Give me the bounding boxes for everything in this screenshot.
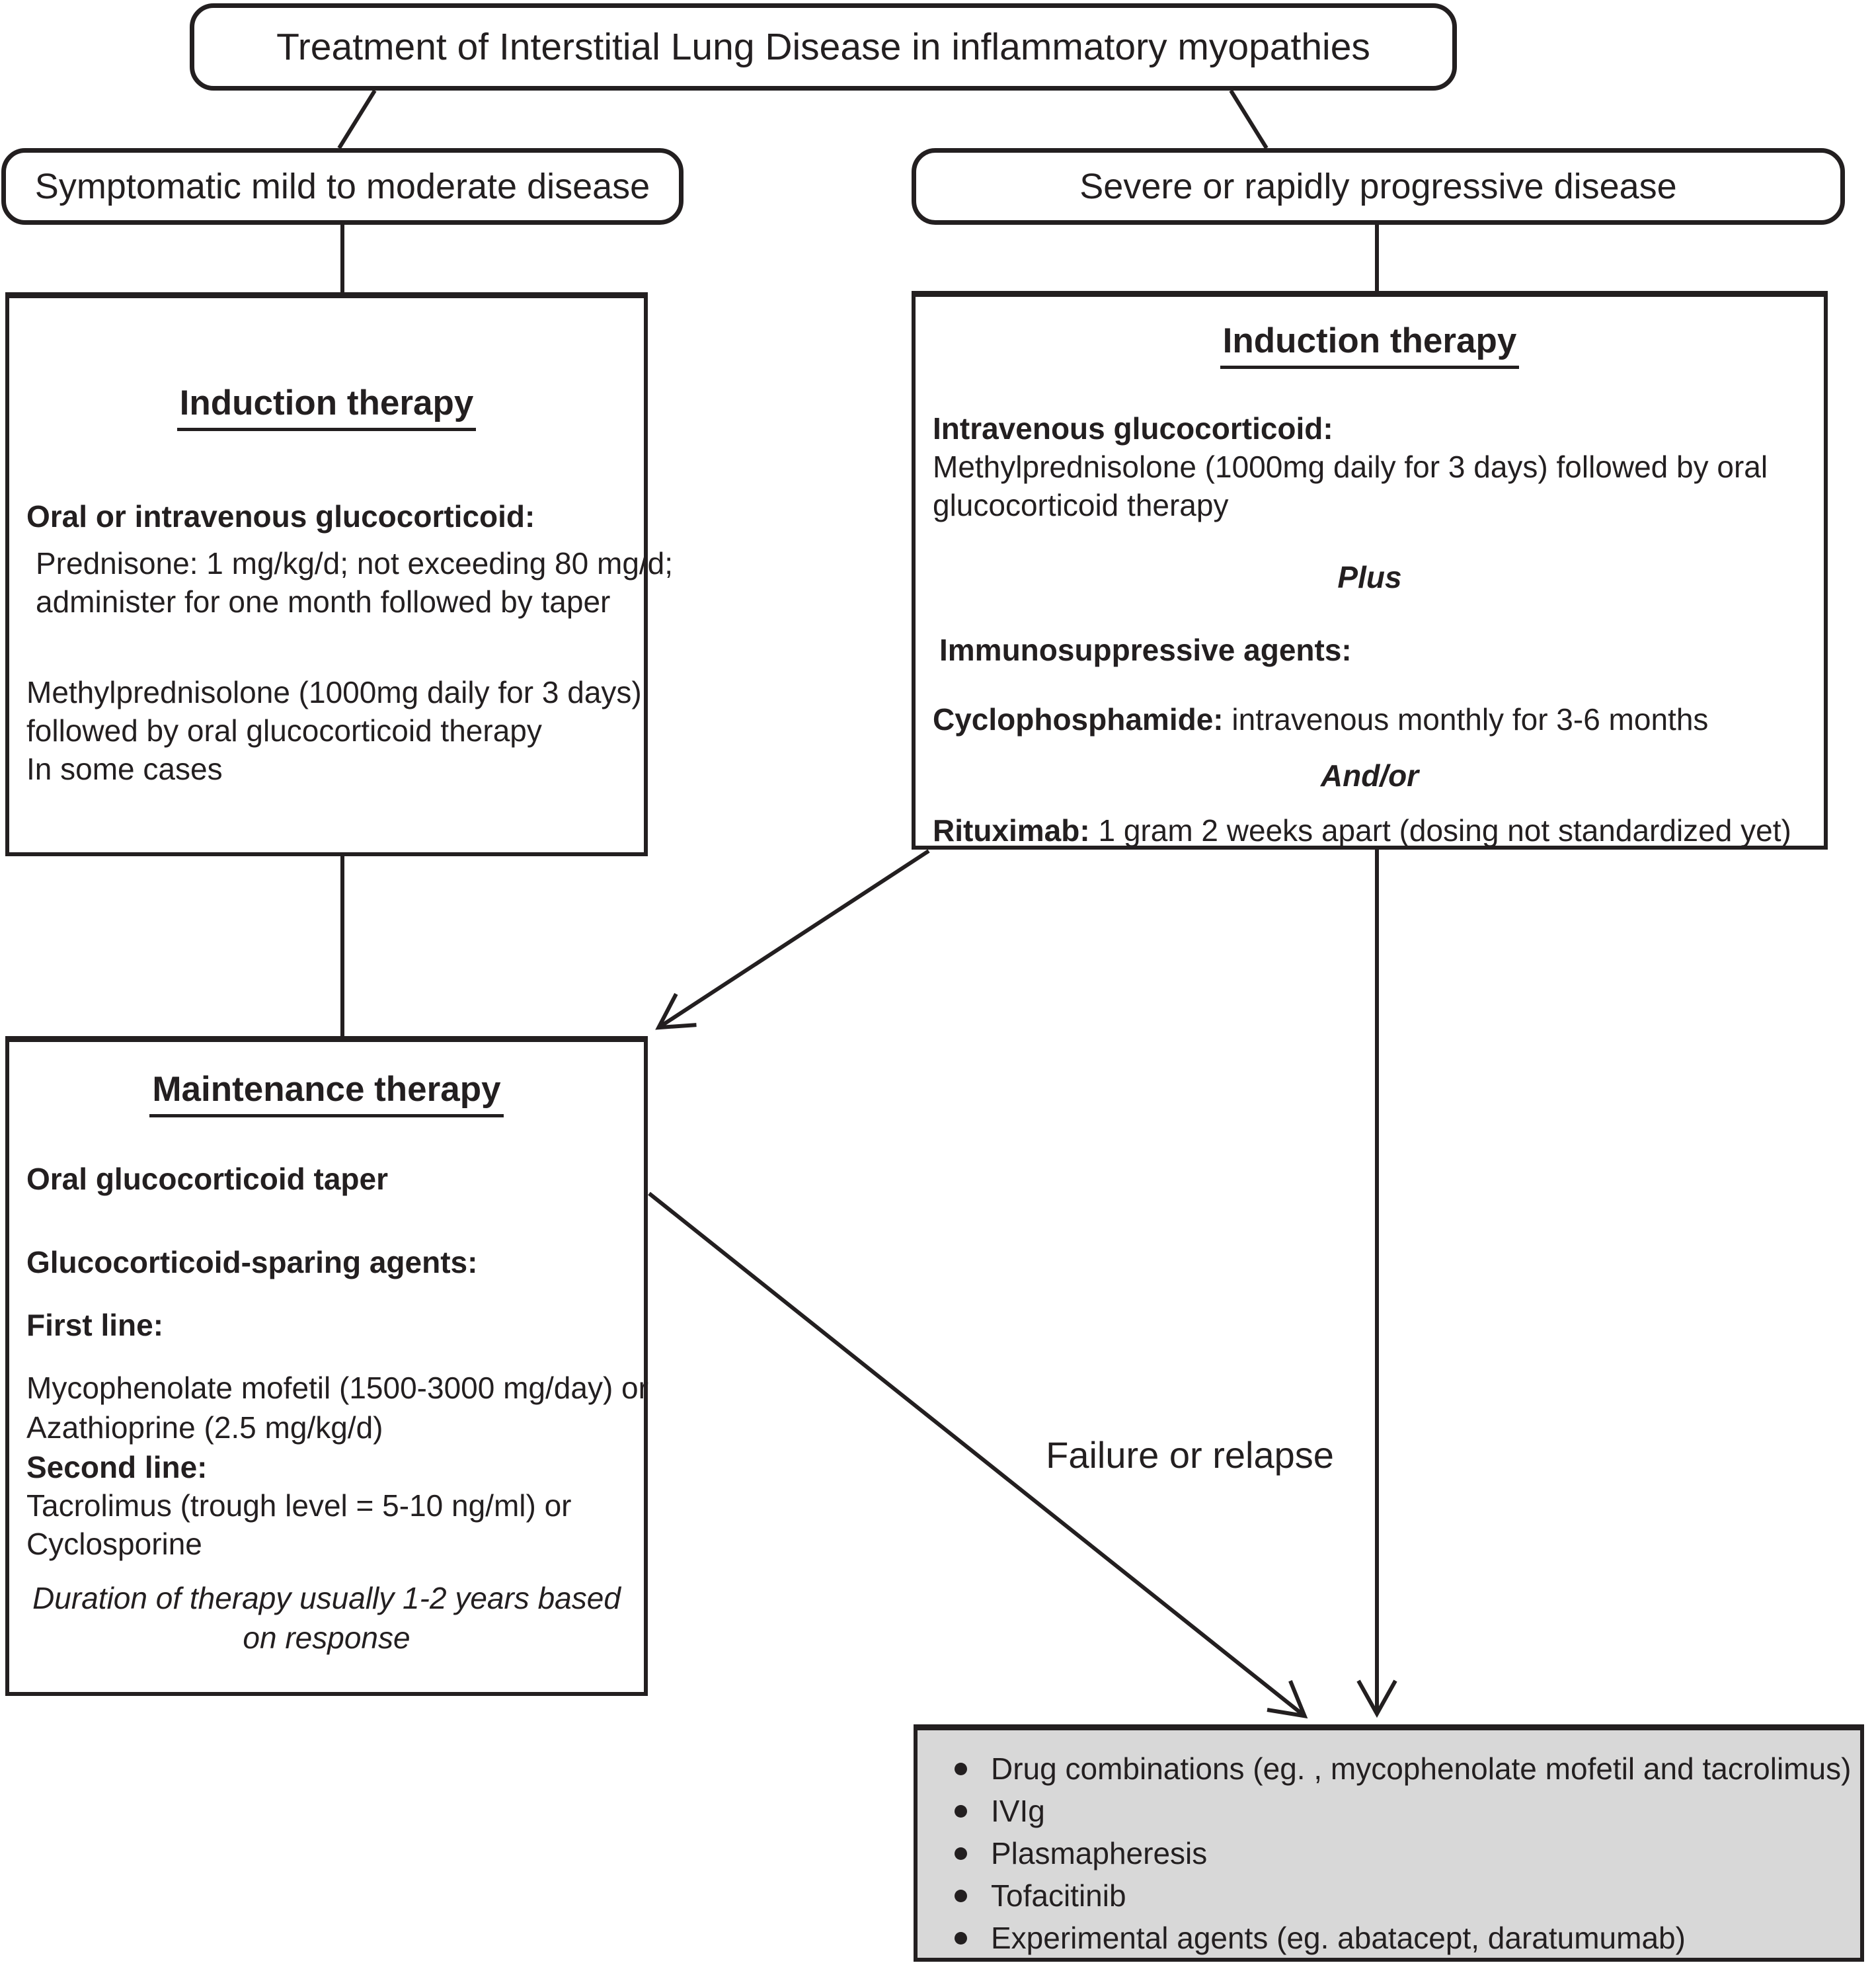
right-induction-line: Methylprednisolone (1000mg daily for 3 d… xyxy=(933,450,1768,484)
duration-note: Duration of therapy usually 1-2 years ba… xyxy=(32,1581,621,1615)
title-box: Treatment of Interstitial Lung Disease i… xyxy=(190,3,1457,91)
branch-mild-moderate-label: Symptomatic mild to moderate disease xyxy=(34,167,650,206)
right-induction-heading: Induction therapy xyxy=(916,322,1824,369)
list-item: Drug combinations (eg. , mycophenolate m… xyxy=(941,1748,1860,1790)
left-induction-box: Induction therapy Oral or intravenous gl… xyxy=(5,292,674,856)
maintenance-line: Tacrolimus (trough level = 5-10 ng/ml) o… xyxy=(26,1488,572,1523)
left-induction-line: Oral or intravenous glucocorticoid: xyxy=(26,499,535,534)
branch-severe-label: Severe or rapidly progressive disease xyxy=(1079,167,1677,206)
bullet-icon xyxy=(955,1932,967,1945)
left-induction-line: Methylprednisolone (1000mg daily for 3 d… xyxy=(26,675,642,709)
duration-note: on response xyxy=(243,1621,410,1655)
maintenance-line: Oral glucocorticoid taper xyxy=(26,1162,388,1196)
bullet-icon xyxy=(955,1805,967,1818)
left-induction-line: Prednisone: 1 mg/kg/d; not exceeding 80 … xyxy=(36,546,674,581)
salvage-options-box: Drug combinations (eg. , mycophenolate m… xyxy=(914,1724,1864,1962)
right-induction-line: Intravenous glucocorticoid: xyxy=(933,411,1333,446)
failure-or-relapse-label: Failure or relapse xyxy=(1046,1434,1334,1476)
branch-severe-box: Severe or rapidly progressive disease xyxy=(912,148,1845,225)
maintenance-line: Glucocorticoid-sparing agents: xyxy=(26,1245,478,1279)
drug-name: Cyclophosphamide: xyxy=(933,702,1224,737)
page-title: Treatment of Interstitial Lung Disease i… xyxy=(276,26,1370,68)
branch-mild-moderate-box: Symptomatic mild to moderate disease xyxy=(1,148,684,225)
left-induction-line: followed by oral glucocorticoid therapy xyxy=(26,713,542,748)
left-induction-line: In some cases xyxy=(26,752,223,786)
list-item: Tofacitinib xyxy=(941,1874,1860,1917)
right-induction-line: Cyclophosphamide: intravenous monthly fo… xyxy=(933,702,1709,737)
list-item: IVIg xyxy=(941,1790,1860,1832)
maintenance-line: Azathioprine (2.5 mg/kg/d) xyxy=(26,1410,383,1445)
list-item: Experimental agents (eg. abatacept, dara… xyxy=(941,1917,1860,1959)
line-title-to-right-branch xyxy=(1229,89,1269,149)
right-induction-box: Induction therapy Intravenous glucocorti… xyxy=(912,291,1828,850)
maintenance-line: Second line: xyxy=(26,1450,208,1484)
maintenance-box: Maintenance therapy Oral glucocorticoid … xyxy=(5,1036,648,1696)
left-induction-line: administer for one month followed by tap… xyxy=(36,584,611,619)
maintenance-heading: Maintenance therapy xyxy=(9,1070,644,1117)
right-induction-line: glucocorticoid therapy xyxy=(933,488,1229,522)
bullet-icon xyxy=(955,1847,967,1860)
drug-name: Rituximab: xyxy=(933,813,1090,848)
maintenance-line: Cyclosporine xyxy=(26,1527,202,1561)
plus-connector-label: Plus xyxy=(1337,560,1402,594)
maintenance-line: Mycophenolate mofetil (1500-3000 mg/day)… xyxy=(26,1371,648,1405)
bullet-icon xyxy=(955,1890,967,1902)
list-item: Plasmapheresis xyxy=(941,1832,1860,1874)
andor-connector-label: And/or xyxy=(1320,758,1419,793)
left-induction-heading: Induction therapy xyxy=(9,384,644,431)
bullet-icon xyxy=(955,1763,967,1775)
line-title-to-left-branch xyxy=(337,89,377,149)
arrow-right-induction-to-maintenance xyxy=(655,849,930,1030)
right-induction-line: Rituximab: 1 gram 2 weeks apart (dosing … xyxy=(933,813,1791,848)
right-induction-line: Immunosuppressive agents: xyxy=(939,633,1352,667)
maintenance-line: First line: xyxy=(26,1308,164,1342)
